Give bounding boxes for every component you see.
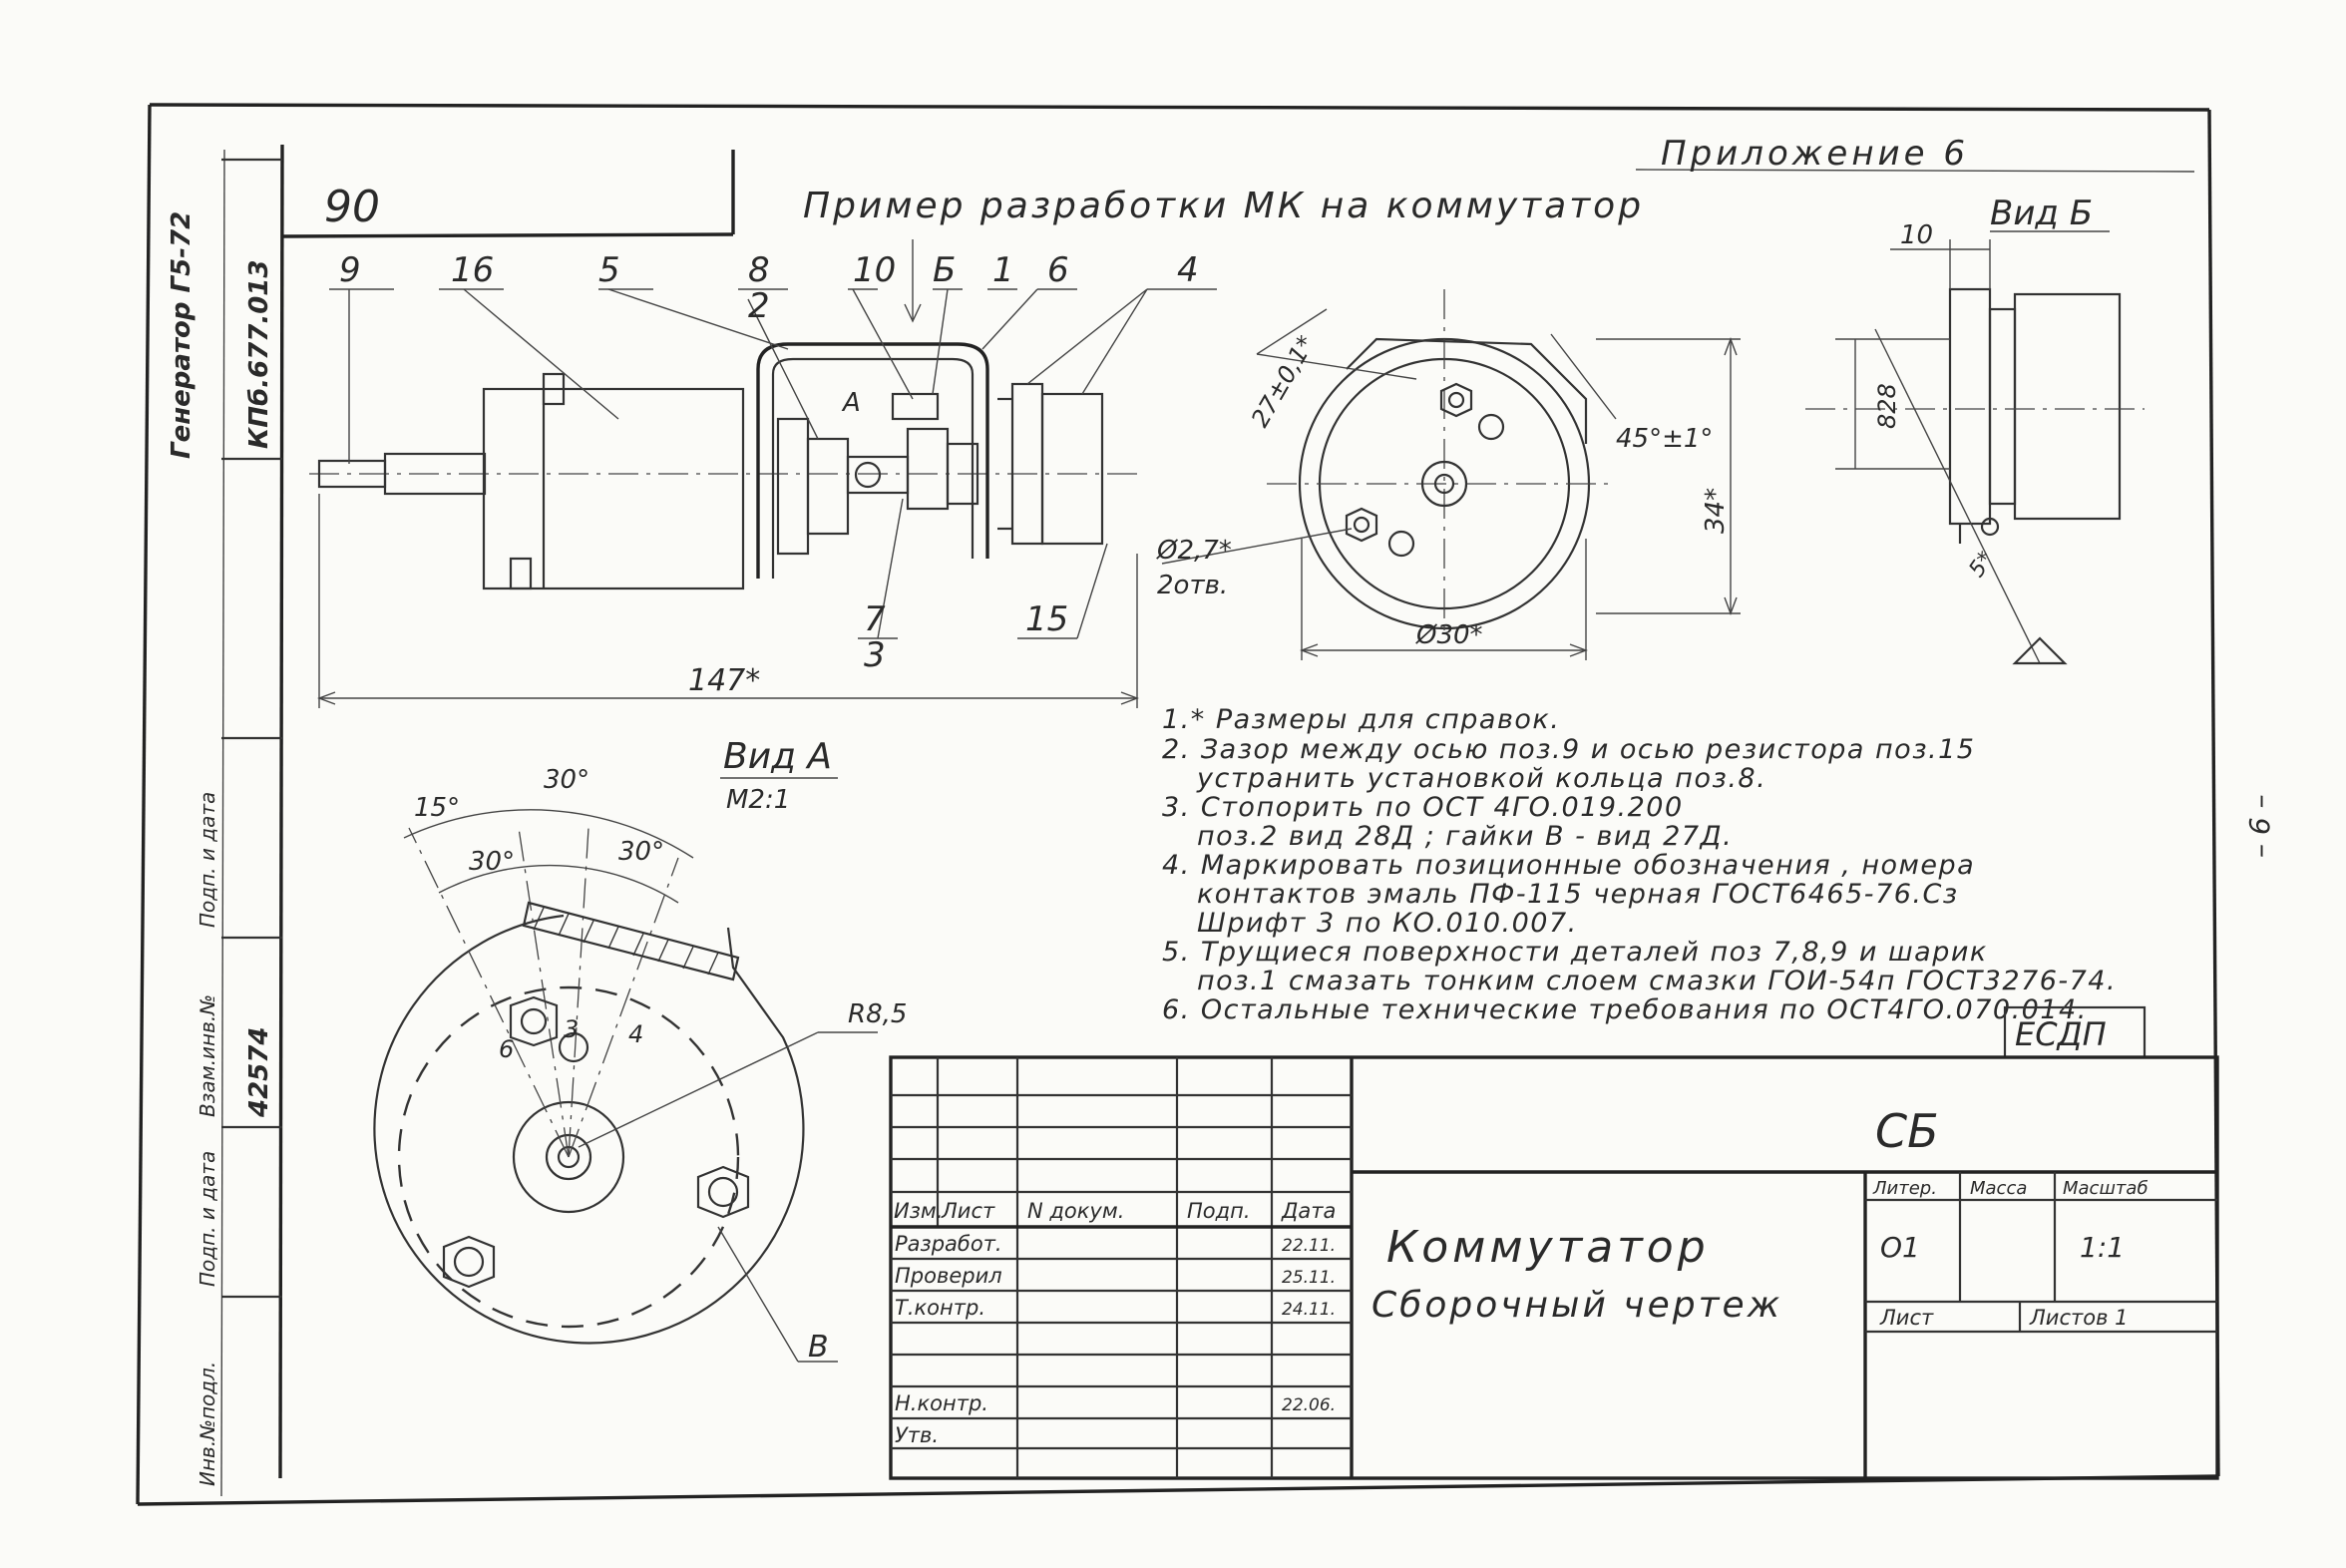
callout-6: 6 xyxy=(1047,250,1069,290)
tb-date-2: 25.11. xyxy=(1282,1268,1336,1288)
callout-4: 4 xyxy=(1177,250,1199,290)
callout-8: 8 xyxy=(748,250,770,290)
tb-name-line1: Коммутатор xyxy=(1386,1222,1710,1273)
view-a-scale: М2:1 xyxy=(726,785,790,815)
tb-name-line2: Сборочный чертеж xyxy=(1371,1285,1782,1326)
tb-row-checked: Проверил xyxy=(895,1264,1002,1288)
end-hole-count: 2отв. xyxy=(1157,571,1228,600)
end-hole-dia: Ø2,7* xyxy=(1156,536,1232,566)
dim-147: 147* xyxy=(688,663,760,698)
tb-row-ncontrol: Н.контр. xyxy=(895,1391,988,1415)
tb-lit-header: Литер. xyxy=(1872,1178,1937,1199)
note-2: 2. Зазор между осью поз.9 и осью резисто… xyxy=(1162,734,1976,765)
view-a-angle-30a: 30° xyxy=(544,765,589,795)
view-a-label-b: В xyxy=(808,1330,829,1365)
main-side-view xyxy=(309,239,1217,708)
view-b-dim-10: 10 xyxy=(1900,220,1933,250)
end-dim-27: 27±0,1* xyxy=(1246,331,1321,432)
view-a-label-4: 4 xyxy=(628,1020,643,1048)
tb-scale-header: Масштаб xyxy=(2063,1178,2149,1199)
callout-10: 10 xyxy=(853,250,896,290)
tb-lit-value: О1 xyxy=(1880,1231,1920,1264)
tb-col-date: Дата xyxy=(1281,1199,1336,1223)
note-6: 6. Остальные технические требования по О… xyxy=(1162,994,2088,1025)
callout-16: 16 xyxy=(451,250,494,290)
note-2-cont: устранить установкой кольца поз.8. xyxy=(1196,763,1766,794)
note-5: 5. Трущиеся поверхности деталей поз 7,8,… xyxy=(1162,937,1988,968)
view-a-angle-30b: 30° xyxy=(469,847,515,877)
note-3: 3. Стопорить по ОСТ 4ГО.019.200 xyxy=(1162,792,1684,823)
strip-label-sign1: Подп. и дата xyxy=(196,1151,219,1287)
note-4: 4. Маркировать позиционные обозначения ,… xyxy=(1162,850,1975,881)
callout-7: 7 xyxy=(864,599,886,639)
note-4-cont2: Шрифт 3 по КО.010.007. xyxy=(1197,908,1578,939)
end-dia-30: Ø30* xyxy=(1415,620,1483,650)
corner-code: 90 xyxy=(324,182,380,232)
sheet-frame xyxy=(136,103,2220,1506)
tb-date-3: 24.11. xyxy=(1282,1300,1336,1320)
appendix-label: Приложение 6 xyxy=(1661,134,1969,174)
strip-label-replace: Взам.инв.№ xyxy=(196,994,219,1117)
view-b-title: Вид Б xyxy=(1990,194,2093,233)
end-dim-34: 34* xyxy=(1701,488,1731,534)
view-a-angle-30c: 30° xyxy=(618,837,664,867)
view-a xyxy=(373,809,878,1363)
tb-col-izm: Изм. xyxy=(894,1199,943,1223)
esdp-stamp: ЕСДП xyxy=(2015,1015,2107,1053)
callout-2: 2 xyxy=(748,286,770,326)
tb-row-approved: Утв. xyxy=(895,1423,939,1447)
tb-date-1: 22.11. xyxy=(1282,1236,1336,1256)
tb-sheet-label: Лист xyxy=(1879,1306,1934,1330)
end-view xyxy=(1161,289,1741,660)
drawing-title: Пример разработки МК на коммутатор xyxy=(803,186,1644,226)
view-a-radius: R8,5 xyxy=(848,999,907,1029)
technical-notes: 1.* Размеры для справок. 2. Зазор между … xyxy=(1162,704,2117,1025)
tb-col-doc: N докум. xyxy=(1027,1199,1124,1223)
tb-col-sign: Подп. xyxy=(1187,1199,1251,1223)
note-3-cont: поз.2 вид 28Д ; гайки В - вид 27Д. xyxy=(1197,821,1733,852)
tb-col-list: Лист xyxy=(941,1199,995,1223)
end-dim-45: 45°±1° xyxy=(1616,424,1713,454)
note-1: 1.* Размеры для справок. xyxy=(1162,704,1560,735)
callout-15: 15 xyxy=(1025,599,1068,639)
view-b xyxy=(1805,230,2145,665)
callout-5: 5 xyxy=(598,250,620,290)
tb-mass-header: Масса xyxy=(1970,1178,2027,1199)
tb-doc-type: СБ xyxy=(1875,1104,1939,1158)
strip-label-inv: Инв.№подл. xyxy=(196,1362,219,1486)
generator-label: Генератор Г5-72 xyxy=(167,211,196,459)
tb-sheets-label: Листов 1 xyxy=(2029,1306,2128,1330)
callout-1: 1 xyxy=(992,250,1014,290)
view-b-dim-5: 5* xyxy=(1964,548,1999,583)
tb-row-tcontrol: Т.контр. xyxy=(895,1296,985,1320)
strip-label-sign2: Подп. и дата xyxy=(196,792,219,928)
note-4-cont1: контактов эмаль ПФ-115 черная ГОСТ6465-7… xyxy=(1197,879,1959,910)
title-block xyxy=(889,1055,2219,1480)
tb-scale-value: 1:1 xyxy=(2080,1231,2125,1264)
view-a-title: Вид А xyxy=(723,736,832,777)
view-b-dim-828: 828 xyxy=(1873,383,1901,429)
note-5-cont: поз.1 смазать тонким слоем смазки ГОИ-54… xyxy=(1197,966,2117,996)
tb-row-developed: Разработ. xyxy=(895,1232,1002,1256)
page-number: – 6 – xyxy=(2243,794,2276,858)
inv-number: 42574 xyxy=(244,1027,274,1118)
tb-date-5: 22.06. xyxy=(1282,1395,1336,1415)
view-a-angle-15: 15° xyxy=(414,793,460,823)
callout-b: Б xyxy=(933,250,956,290)
view-a-label-3: 3 xyxy=(564,1015,579,1043)
callout-3: 3 xyxy=(864,635,886,675)
doc-code: КПб.677.013 xyxy=(244,260,274,449)
callout-a: А xyxy=(841,388,861,418)
callout-9: 9 xyxy=(339,250,361,290)
view-a-label-6: 6 xyxy=(499,1035,514,1063)
